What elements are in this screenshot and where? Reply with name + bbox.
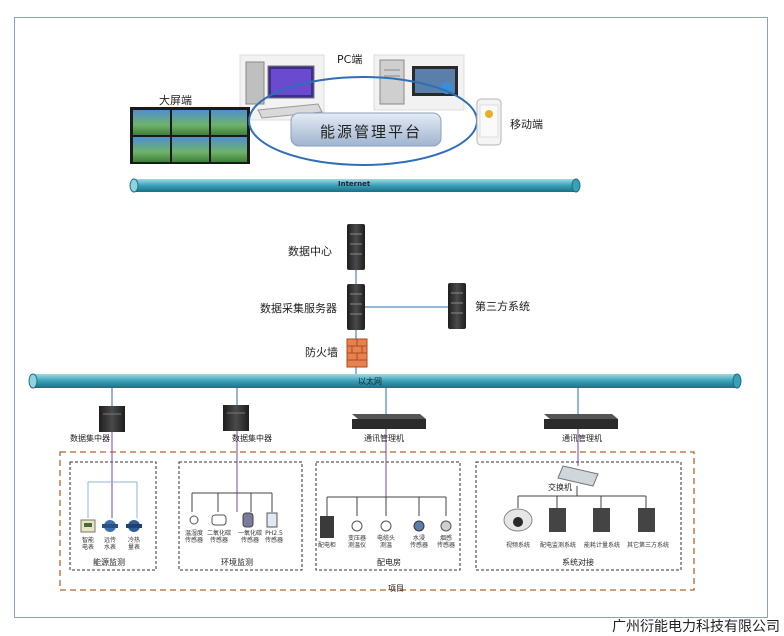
group-distribution-box [315, 461, 461, 571]
bigscreen-label: 大屏端 [159, 94, 192, 107]
switchgear-label: 配电柜 [317, 542, 336, 549]
third-party-label: 第三方系统 [475, 300, 530, 313]
docking-group-title: 系统对接 [562, 558, 594, 567]
other-third-party-label: 其它第三方系统 [626, 542, 669, 549]
comm-manager-2-icon [544, 414, 618, 429]
video-system-label: 视频系统 [505, 542, 530, 549]
mobile-label: 移动端 [510, 118, 543, 131]
project-label: 项目 [388, 584, 404, 593]
temp-humidity-sensor-icon [189, 515, 199, 525]
distribution-group-title: 配电房 [377, 558, 401, 567]
water-leak-sensor-icon [413, 520, 425, 532]
co2-sensor-icon [211, 514, 227, 526]
water-leak-label: 水浸传感器 [409, 535, 428, 549]
firewall-label: 防火墙 [305, 346, 338, 359]
concentrator-2-icon [223, 405, 249, 431]
comm-manager-1-label: 通讯管理机 [364, 434, 404, 443]
cable-head-thermometer-icon [380, 520, 392, 532]
platform-label: 能源管理平台 [320, 123, 423, 141]
network-switch-icon [557, 465, 599, 487]
camera-dome-icon [503, 508, 533, 532]
transformer-thermometer-icon [351, 520, 363, 532]
energy-group-title: 能源监测 [93, 558, 125, 567]
video-wall-icon [130, 107, 250, 164]
data-center-server-icon [347, 224, 365, 270]
internet-label: Internet [338, 180, 371, 188]
pm25-sensor-icon [266, 512, 278, 528]
collector-server-label: 数据采集服务器 [260, 302, 337, 315]
temp-humidity-label: 温湿度传感器 [184, 530, 203, 544]
distribution-monitor-label: 配电监测系统 [539, 542, 576, 549]
mobile-phone-icon [476, 98, 502, 146]
switchgear-cabinet-icon [320, 516, 334, 538]
workstation-pc-icon [379, 59, 458, 105]
energy-metering-cabinet-icon [593, 508, 610, 532]
concentrator-2-label: 数据集中器 [232, 434, 272, 443]
smart-meter-label: 智能电表 [81, 537, 94, 551]
diagram-frame [14, 17, 768, 618]
switch-label: 交换机 [548, 483, 572, 492]
internet-pipe [129, 178, 581, 193]
collector-server-icon [347, 284, 365, 330]
co-sensor-icon [242, 512, 254, 528]
smoke-label: 烟感传感器 [436, 535, 455, 549]
ethernet-pipe [28, 373, 742, 389]
data-center-label: 数据中心 [288, 245, 332, 258]
heat-meter-icon [126, 520, 142, 532]
platform-box [290, 112, 442, 147]
firewall-icon [346, 338, 368, 368]
co2-label: 二氧化碳传感器 [206, 530, 231, 544]
co-label: 一氧化碳传感器 [237, 530, 262, 544]
smoke-sensor-icon [440, 520, 452, 532]
pc-label: PC端 [337, 53, 363, 66]
cable-head-label: 电缆头测温 [376, 535, 395, 549]
environment-group-title: 环境监测 [221, 558, 253, 567]
water-meter-label: 远传水表 [103, 537, 116, 551]
transformer-thermo-label: 变压器测温仪 [347, 535, 366, 549]
group-energy-box [69, 461, 157, 571]
other-third-party-cabinet-icon [638, 508, 655, 532]
heat-meter-label: 冷热量表 [127, 537, 140, 551]
smart-meter-icon [80, 519, 96, 533]
third-party-server-icon [448, 283, 466, 329]
group-environment-box [178, 461, 303, 571]
project-boundary [59, 451, 695, 591]
water-meter-icon [102, 520, 118, 532]
comm-manager-1-icon [352, 414, 426, 429]
ethernet-label: 以太网 [358, 377, 382, 386]
energy-metering-label: 能耗计量系统 [583, 542, 620, 549]
distribution-monitor-cabinet-icon [549, 508, 566, 532]
company-name: 广州衍能电力科技有限公司 [612, 619, 780, 635]
concentrator-1-label: 数据集中器 [70, 434, 110, 443]
comm-manager-2-label: 通讯管理机 [562, 434, 602, 443]
concentrator-1-icon [99, 406, 125, 432]
